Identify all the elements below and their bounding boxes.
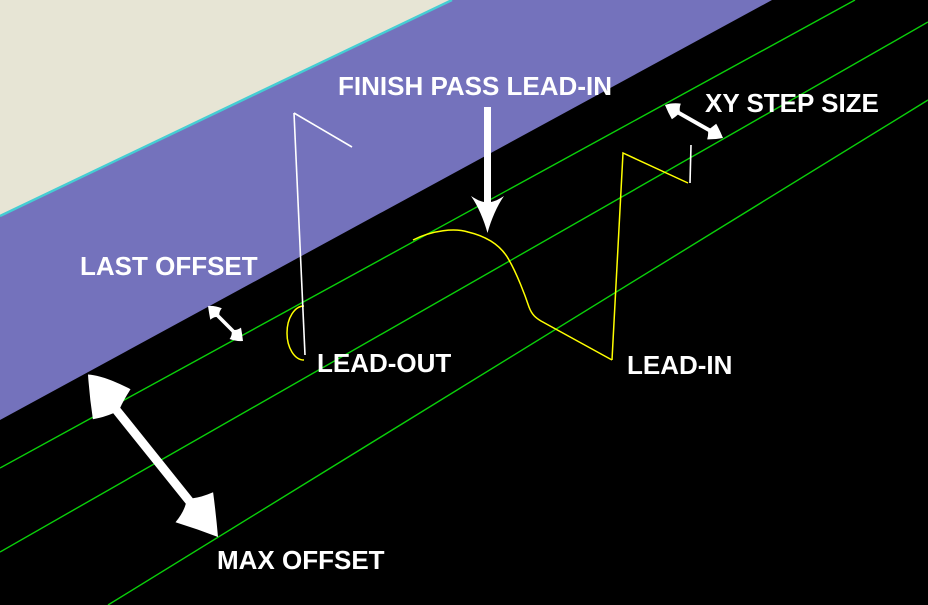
toolpath-lead-out-arc <box>286 305 305 361</box>
toolpath-ramp-segment-left <box>293 112 353 148</box>
finish-pass-lead-in-arrow <box>471 107 504 233</box>
last-offset-label: LAST OFFSET <box>80 251 258 281</box>
lead-in-label: LEAD-IN <box>627 350 733 380</box>
toolpath-finish-pass-lead-in-curve <box>412 229 613 361</box>
max-offset-label: MAX OFFSET <box>217 545 385 575</box>
toolpath-plunge-segment-right <box>689 144 692 184</box>
finish-pass-lead-in-label: FINISH PASS LEAD-IN <box>338 71 612 101</box>
lead-out-label: LEAD-OUT <box>317 348 452 378</box>
stock-boundary-edge <box>0 0 453 218</box>
toolpath-plunge-segment-left <box>293 112 306 356</box>
last-offset-arrow <box>208 305 243 342</box>
xy-step-size-arrow <box>665 103 723 140</box>
machined-floor-surface <box>0 0 772 420</box>
xy-step-size-label: XY STEP SIZE <box>705 88 879 118</box>
toolpath-lead-in-zigzag <box>611 151 689 361</box>
offset-pass-line-max <box>107 99 928 605</box>
max-offset-arrow <box>88 374 218 537</box>
